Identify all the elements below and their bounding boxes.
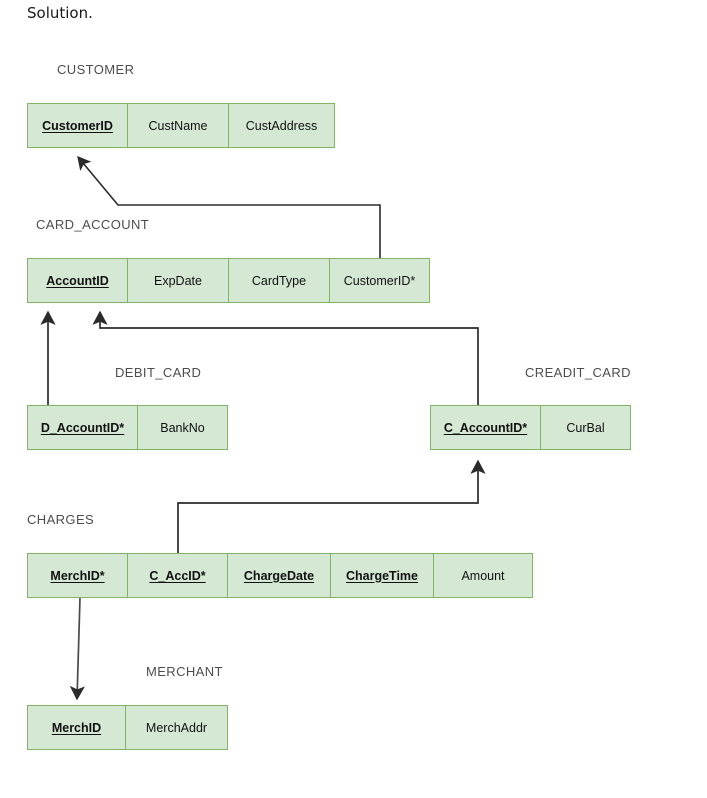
attribute-cell[interactable]: CustomerID [28, 104, 128, 147]
attribute-cell[interactable]: CustName [128, 104, 229, 147]
connector-charges-to-merchant [69, 597, 86, 701]
entity-table-debit_card: D_AccountID* BankNo [27, 405, 228, 450]
attribute-cell[interactable]: CustomerID* [343, 273, 416, 288]
attribute-cell[interactable]: ChargeTime [331, 554, 434, 597]
attribute-cell[interactable]: Amount [461, 568, 505, 583]
entity-table-merchant: MerchID MerchAddr [27, 705, 228, 750]
attribute-cell[interactable]: ExpDate [128, 259, 229, 302]
attribute-cell[interactable]: MerchID* [28, 554, 128, 597]
entity-label-card_account: CARD_ACCOUNT [36, 217, 150, 232]
attribute-cell[interactable]: ChargeDate [228, 554, 331, 597]
attribute-cell[interactable]: D_AccountID* [28, 406, 138, 449]
page-title: Solution. [27, 4, 93, 22]
connector-charges-to-credit-card [177, 459, 486, 553]
entity-label-creadit_card: CREADIT_CARD [525, 365, 631, 380]
attribute-cell[interactable]: CardType [229, 259, 330, 302]
attribute-cell[interactable]: BankNo [160, 420, 205, 435]
entity-table-creadit_card: C_AccountID* CurBal [430, 405, 631, 450]
connector-card-account-to-customer [77, 156, 381, 258]
attribute-cell[interactable]: CurBal [566, 420, 605, 435]
entity-label-debit_card: DEBIT_CARD [115, 365, 202, 380]
attribute-cell[interactable]: MerchAddr [145, 720, 208, 735]
attribute-cell[interactable]: CustAddress [245, 118, 318, 133]
entity-label-merchant: MERCHANT [146, 664, 223, 679]
attribute-cell[interactable]: C_AccID* [128, 554, 228, 597]
connector-credit-card-to-card-account [92, 310, 479, 405]
attribute-cell[interactable]: C_AccountID* [431, 406, 541, 449]
attribute-cell[interactable]: MerchID [28, 706, 126, 749]
attribute-cell[interactable]: AccountID [28, 259, 128, 302]
entity-label-charges: CHARGES [27, 512, 95, 527]
entity-label-customer: CUSTOMER [57, 62, 135, 77]
